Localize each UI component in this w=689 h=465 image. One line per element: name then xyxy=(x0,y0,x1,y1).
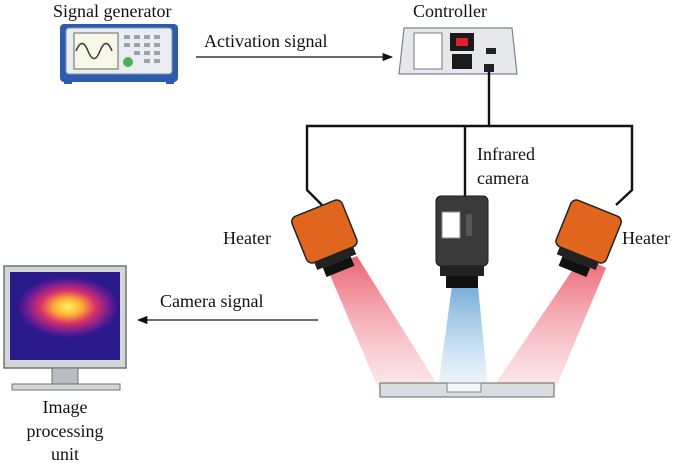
controller-led-icon xyxy=(456,38,468,46)
signal-generator xyxy=(60,24,178,84)
image-processing-label-1: Image xyxy=(43,397,88,417)
controller-output-port xyxy=(484,64,494,72)
monitor-neck xyxy=(51,367,79,385)
activation-signal-label: Activation signal xyxy=(204,31,327,51)
sine-wave-icon xyxy=(75,42,113,60)
camera-label-plate xyxy=(441,211,461,239)
generator-screen xyxy=(73,32,119,70)
wire-right-heater xyxy=(489,124,634,206)
image-processing-label-3: unit xyxy=(51,444,79,464)
left-heater-lens xyxy=(322,256,355,277)
left-heater-beam xyxy=(327,256,442,392)
generator-keypad xyxy=(124,35,160,63)
right-heater-lens xyxy=(558,256,591,277)
camera-lens xyxy=(446,276,478,288)
heater-right-label: Heater xyxy=(622,228,670,248)
right-heater-beam xyxy=(490,256,606,392)
controller-port-icon xyxy=(486,48,496,54)
wiring xyxy=(305,72,634,206)
controller xyxy=(398,27,518,75)
controller-label: Controller xyxy=(413,1,487,21)
infrared-camera xyxy=(435,195,489,288)
specimen-hot-spot xyxy=(446,382,482,393)
infrared-camera-label-2: camera xyxy=(477,168,529,188)
controller-switch xyxy=(452,54,472,69)
specimen xyxy=(379,382,555,398)
camera-signal-label: Camera signal xyxy=(160,291,263,311)
right-heater xyxy=(555,199,622,277)
left-heater xyxy=(291,199,358,277)
thermal-image xyxy=(18,277,118,337)
monitor-base xyxy=(11,383,121,391)
heater-left-label: Heater xyxy=(223,228,271,248)
wire-left-heater xyxy=(305,72,491,206)
power-button-icon xyxy=(123,57,133,67)
signal-generator-label: Signal generator xyxy=(53,1,171,21)
camera-beam xyxy=(438,286,488,388)
controller-panel xyxy=(413,32,443,70)
infrared-camera-label-1: Infrared xyxy=(477,144,535,164)
image-processing-label-2: processing xyxy=(27,421,104,441)
image-processing-monitor xyxy=(3,265,127,391)
